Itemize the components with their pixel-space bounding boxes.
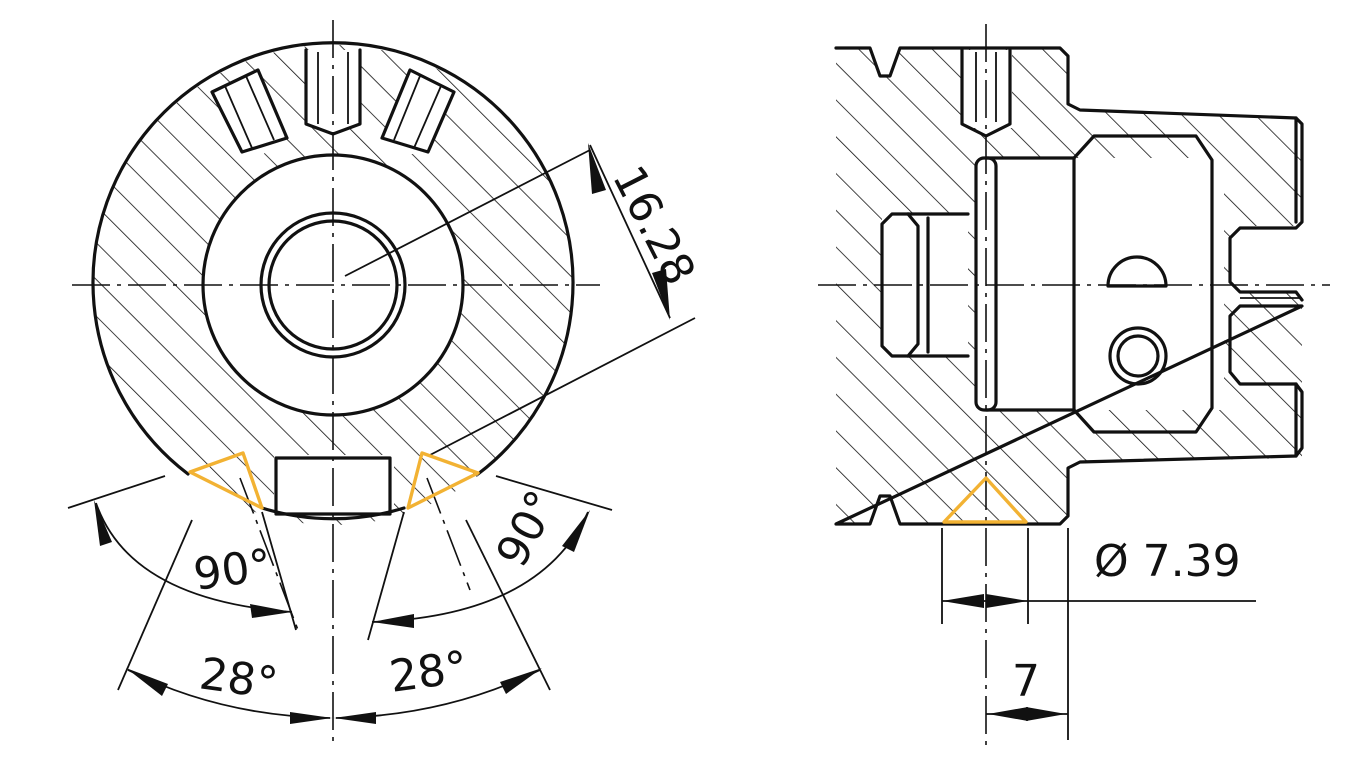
width-arrow-left xyxy=(988,707,1028,721)
chamfer-highlight-right xyxy=(406,451,480,510)
front-view: 16.28 90° 90° 28° 28° xyxy=(67,20,705,748)
angle-label-left-28: 28° xyxy=(196,648,280,709)
angle-label-left-90: 90° xyxy=(190,540,274,601)
arrow-left-28-a xyxy=(126,668,168,696)
screw-left xyxy=(210,68,289,154)
side-main-cavity xyxy=(984,134,1214,434)
arrow-left-90-b xyxy=(250,604,292,618)
angle-label-right-28: 28° xyxy=(386,642,470,703)
arrow-right-28-b xyxy=(500,668,542,694)
angle-ext-left-outer xyxy=(67,475,166,509)
radius-arrow-bottom xyxy=(652,269,670,320)
screw-left-bg xyxy=(212,70,285,155)
arrow-left-28-b xyxy=(290,712,332,724)
angle-ext-left-chamfer xyxy=(261,511,297,631)
side-half-hole xyxy=(1106,255,1168,288)
angle-ext-right-inner xyxy=(465,519,551,691)
dia-arrow-left xyxy=(942,594,984,608)
angle-ext-left-inner xyxy=(117,519,193,691)
diameter-label: Ø 7.39 xyxy=(1094,536,1241,587)
front-key-slot-bg xyxy=(274,455,394,517)
side-pin-hole-outer xyxy=(1108,326,1168,386)
angle-ext-right-chamfer xyxy=(367,511,405,641)
radius-arrow-top xyxy=(588,143,606,194)
side-view: Ø 7.39 7 xyxy=(818,24,1330,746)
radius-leader xyxy=(344,149,591,277)
front-hatched-ring xyxy=(92,45,573,525)
angle-ext-right-outer xyxy=(495,475,613,511)
radius-dim-line xyxy=(589,144,671,319)
chamfer-highlight-left xyxy=(188,451,264,510)
width-arrow-right xyxy=(1026,707,1066,721)
side-pin-hole-inner xyxy=(1116,334,1160,378)
arrow-right-90-a xyxy=(372,614,414,628)
radius-label: 16.28 xyxy=(602,158,705,293)
dia-arrow-right xyxy=(986,594,1028,608)
arrow-right-90-b xyxy=(562,510,590,552)
arrow-right-28-a xyxy=(334,712,376,724)
screw-right-bg xyxy=(382,70,454,155)
side-screw-bg xyxy=(962,50,1012,128)
screw-right xyxy=(380,68,456,154)
width-label: 7 xyxy=(1012,656,1040,707)
side-hatched-body xyxy=(836,48,1302,524)
side-chamfer-highlight xyxy=(942,476,1028,524)
side-small-bore-chamfer xyxy=(906,212,920,358)
radius-extension-bottom xyxy=(429,317,696,456)
arrow-left-90-a xyxy=(94,500,112,546)
angle-label-right-90: 90° xyxy=(487,482,569,575)
